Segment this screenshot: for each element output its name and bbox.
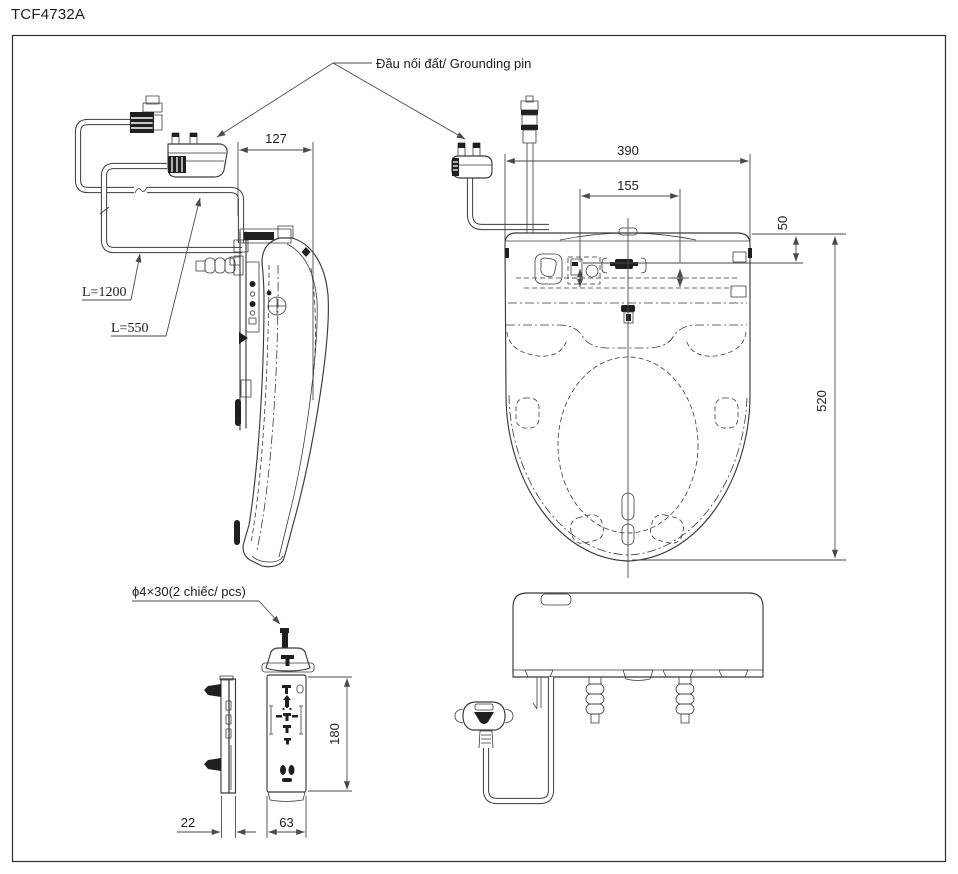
dimension-mount-pitch: 155 [579,178,681,262]
hose-connector-right [675,676,695,724]
spray-nozzle [195,255,244,276]
power-plug-front [454,701,514,749]
rear-compartment [508,253,747,324]
hose-connector-left [585,676,605,724]
top-view: 390 155 50 520 [451,95,846,578]
seat-outline [504,232,751,562]
dim-22-label: 22 [181,815,195,830]
remote-control-views: 22 63 180 [177,674,352,838]
grounding-plug-top [451,142,493,179]
hose-length-1200-label: L=1200 [82,285,126,300]
seat-bumpers [515,397,739,546]
dimension-remote-width: 63 [266,796,307,838]
hose-length-callouts: L=1200 L=550 [82,197,201,337]
dimension-remote-thickness: 22 [177,796,256,838]
screw-callout: ϕ4×30(2 chiếc/ pcs) [132,584,315,673]
dimension-top-width: 390 [504,143,751,248]
supply-hose-top [520,95,539,233]
grounding-plug-side [167,132,228,178]
water-elbow-connector [130,95,163,133]
grounding-pin-callout: Đầu nối đất/ Grounding pin [216,56,531,140]
model-number-title: TCF4732A [11,6,86,23]
front-view [454,592,764,805]
grounding-pin-label: Đầu nối đất/ Grounding pin [376,56,531,71]
hose-length-550-label: L=550 [111,321,148,336]
mounting-screw [261,628,315,673]
remote-front-view [266,674,307,802]
drawing-border [11,34,947,863]
dim-155-label: 155 [617,178,639,193]
dim-520-label: 520 [814,390,829,412]
dim-63-label: 63 [279,815,293,830]
dimension-overall-length: 520 [632,236,846,561]
bolt-position-markers [572,268,688,288]
open-lid-profile [242,237,329,568]
dimension-remote-height: 180 [308,676,352,792]
screw-spec-label: ϕ4×30(2 chiếc/ pcs) [132,584,246,599]
dim-180-label: 180 [327,723,342,745]
unit-back-panel [229,231,260,545]
lid-front-edge [506,324,747,349]
dim-390-label: 390 [617,143,639,158]
dim-127-label: 127 [265,131,287,146]
dimension-rear-offset: 50 [583,216,846,264]
side-view: 127 L=1200 L=550 [74,95,329,568]
dim-50-label: 50 [775,216,790,230]
dimension-side-depth: 127 [237,131,314,400]
remote-side-view [204,675,237,794]
